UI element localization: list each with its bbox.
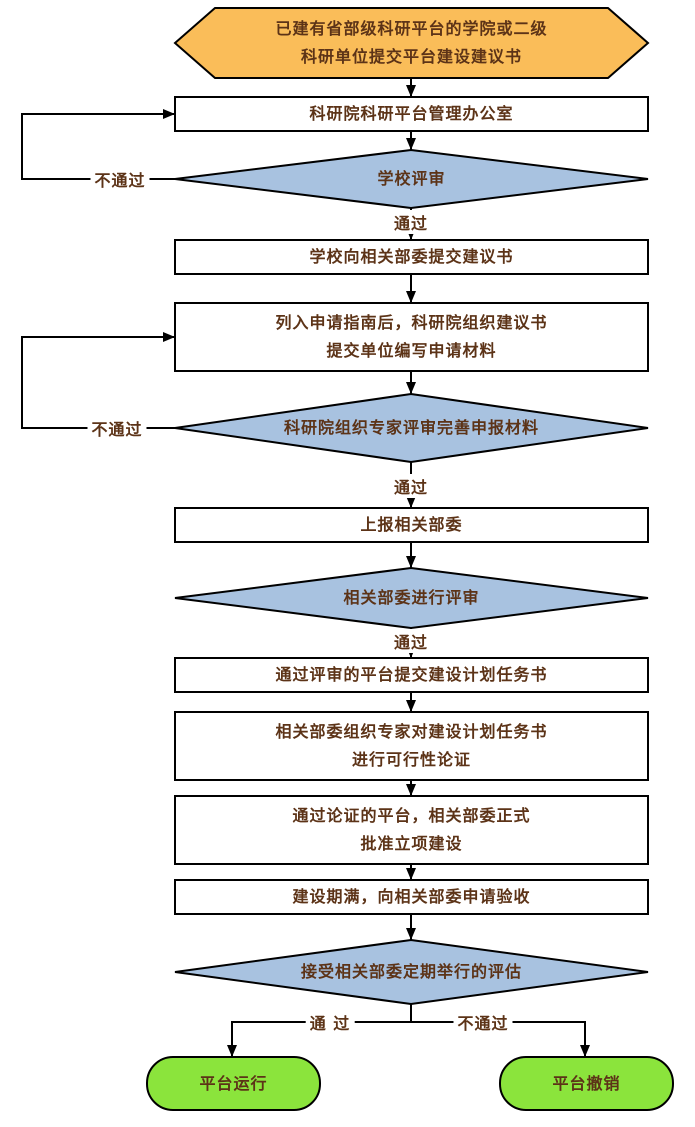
approval-box-shape <box>174 795 649 865</box>
feedback-expertreview-prepare <box>21 332 175 429</box>
feedback-schoolreview-office <box>21 109 175 180</box>
expert-review-diamond-shape <box>174 392 649 464</box>
acceptance-box-shape <box>174 879 649 915</box>
start-hexagon-shape <box>173 7 650 79</box>
prepare-materials-box-shape <box>174 302 649 372</box>
submit-task-box-shape <box>174 657 649 693</box>
platform-cancel-terminal-shape <box>499 1056 674 1111</box>
report-ministry-box-shape <box>174 507 649 543</box>
platform-run-terminal-shape <box>146 1056 321 1111</box>
evaluation-diamond-shape <box>174 938 649 1006</box>
feasibility-box-shape <box>174 711 649 781</box>
ministry-review-diamond-shape <box>174 566 649 630</box>
connector-evaluation-run <box>227 1004 412 1057</box>
submit-proposal-box-shape <box>174 239 649 275</box>
office-box-shape <box>174 96 649 132</box>
school-review-diamond-shape <box>174 148 649 210</box>
connector-evaluation-cancel <box>411 1021 590 1057</box>
